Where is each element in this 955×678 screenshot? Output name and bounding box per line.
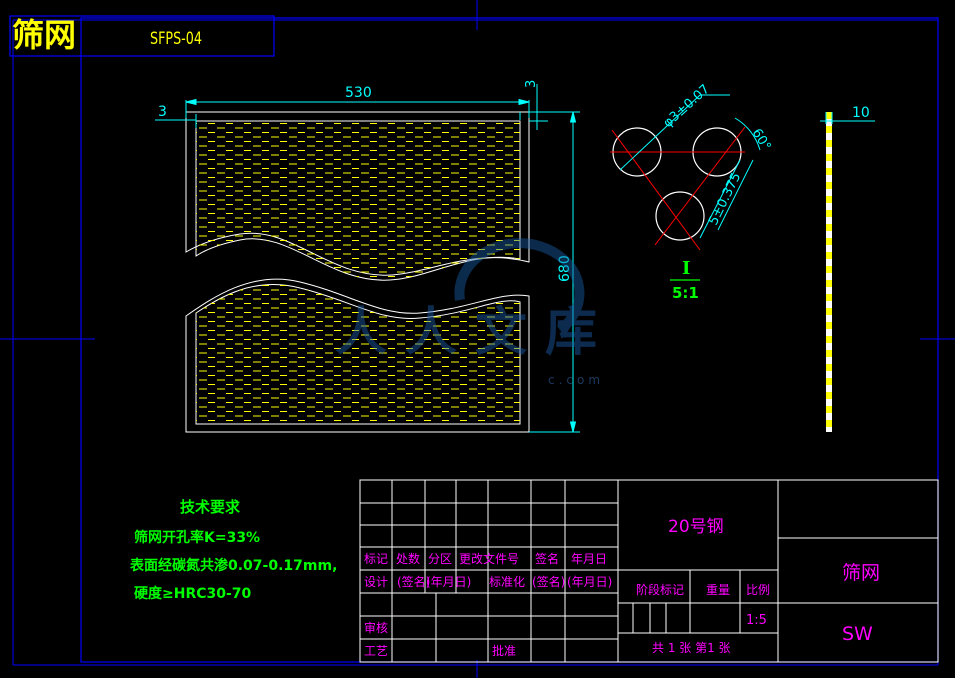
- tech-line-2: 表面经碳氮共渗0.07-0.17mm,: [129, 557, 337, 574]
- title-block-grid: [359, 479, 939, 663]
- dimension-lines: [155, 84, 580, 433]
- dim-hole-pitch: 5±0.375: [706, 170, 744, 227]
- tb-d-sign: (签名): [397, 574, 430, 589]
- detail-label: I: [682, 258, 690, 279]
- title-box: [9, 15, 275, 57]
- tb-h-zone: 分区: [428, 552, 452, 566]
- dim-height: 680: [557, 255, 573, 282]
- side-view: [820, 112, 875, 432]
- tb-h-docno: 更改文件号: [459, 551, 519, 566]
- tb-sheets: 共 1 张 第1 张: [652, 641, 731, 655]
- tech-heading: 技术要求: [180, 498, 241, 516]
- drawing-title: 筛网: [12, 16, 76, 54]
- tb-ratio: 比例: [746, 583, 770, 597]
- tb-d-date: (年月日): [426, 575, 471, 589]
- tb-h-sign: 签名: [535, 551, 559, 566]
- tb-h-mark: 标记: [364, 552, 388, 566]
- title-block-text: 20号钢 筛网 SW 标记 处数 分区 更改文件号 签名 年月日 设计 (签名)…: [364, 517, 880, 658]
- dim-left-margin: 3: [158, 104, 167, 120]
- dim-hole-angle: 60°: [749, 126, 774, 153]
- watermark-text: 人人文库: [335, 302, 615, 363]
- tb-process: 工艺: [364, 644, 388, 658]
- tb-software: SW: [842, 623, 873, 645]
- tech-line-1: 筛网开孔率K=33%: [134, 529, 260, 546]
- hole-bottom: [655, 191, 705, 241]
- centerlines: [610, 126, 746, 251]
- watermark-url: c.com: [548, 373, 604, 387]
- tb-d-design: 设计: [364, 575, 388, 589]
- tb-part-name: 筛网: [842, 562, 880, 584]
- dim-hole-diameter: φ3±0.07: [661, 82, 713, 131]
- tb-d-sign2: (签名): [532, 574, 565, 589]
- tb-weight: 重量: [706, 583, 730, 597]
- watermark: 人人文库 c.com: [335, 238, 615, 387]
- tb-d-standard: 标准化: [489, 575, 525, 589]
- drawing-code: SFPS-04: [150, 29, 202, 48]
- tb-d-date2: (年月日): [567, 575, 612, 589]
- tb-stage-mark: 阶段标记: [636, 582, 684, 597]
- tb-h-count: 处数: [396, 551, 420, 566]
- hole-detail: φ3±0.07 60° 5±0.375: [610, 82, 774, 251]
- dim-right-margin: 3: [524, 80, 539, 88]
- tb-review: 审核: [364, 620, 388, 635]
- dim-width: 530: [345, 85, 372, 101]
- detail-scale: 5:1: [672, 284, 699, 302]
- tech-requirements: 技术要求 筛网开孔率K=33% 表面经碳氮共渗0.07-0.17mm, 硬度≥H…: [129, 498, 337, 602]
- tb-h-date: 年月日: [571, 552, 607, 566]
- tb-scale-value: 1:5: [746, 613, 767, 628]
- tb-approve: 批准: [492, 643, 516, 658]
- dim-thickness: 10: [852, 105, 870, 121]
- tb-material: 20号钢: [668, 517, 724, 537]
- tech-line-3: 硬度≥HRC30-70: [134, 585, 252, 602]
